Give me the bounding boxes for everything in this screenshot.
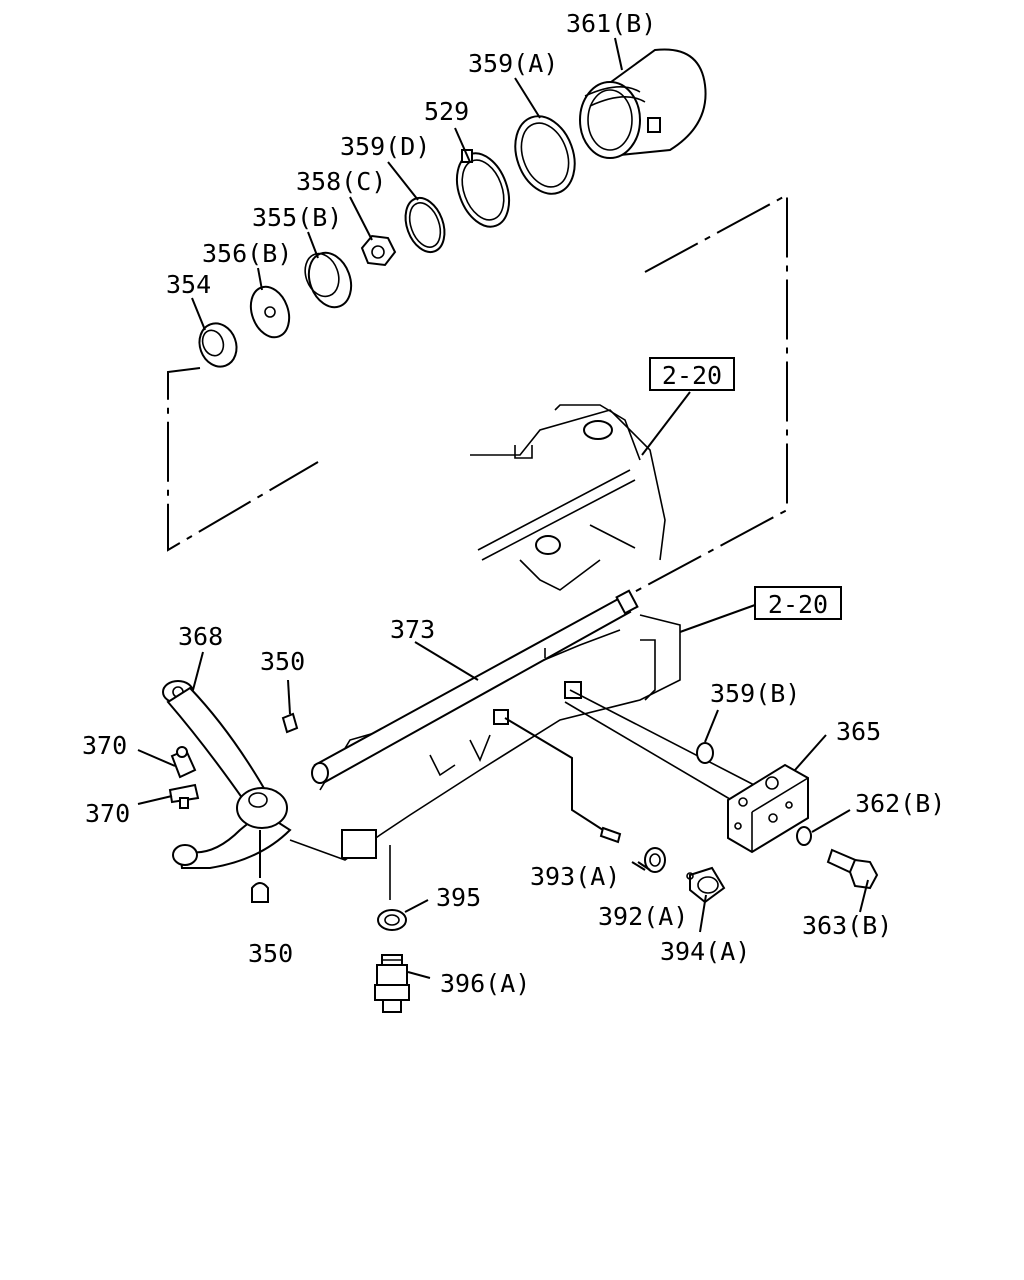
label-370-lower[interactable]: 370 <box>85 799 130 828</box>
label-392a[interactable]: 392(A) <box>598 902 688 931</box>
label-350-lower[interactable]: 350 <box>248 939 293 968</box>
assembly-frame-upper <box>167 193 788 598</box>
housing-reference-lower <box>289 614 681 900</box>
part-395-washer[interactable] <box>377 909 407 931</box>
part-356b-piston[interactable] <box>244 281 296 342</box>
part-393a-pin[interactable] <box>599 826 622 844</box>
part-392a-washer[interactable] <box>644 847 666 873</box>
label-396a[interactable]: 396(A) <box>440 969 530 998</box>
label-350-upper[interactable]: 350 <box>260 647 305 676</box>
part-361b-cylinder[interactable] <box>579 48 707 159</box>
label-359b[interactable]: 359(B) <box>710 679 800 708</box>
part-labels: 361(B) 359(A) 529 359(D) 358(C) 355(B) 3… <box>82 9 945 998</box>
part-373-shaft[interactable] <box>311 589 639 784</box>
reference-label: 2-20 <box>662 361 722 390</box>
label-359d[interactable]: 359(D) <box>340 132 430 161</box>
label-362b[interactable]: 362(B) <box>855 789 945 818</box>
part-370-pin-lower[interactable] <box>168 783 200 809</box>
part-396a-plug[interactable] <box>374 954 410 1013</box>
part-354-seal[interactable] <box>194 318 243 372</box>
label-359a[interactable]: 359(A) <box>468 49 558 78</box>
label-529[interactable]: 529 <box>424 97 469 126</box>
label-363b[interactable]: 363(B) <box>802 911 892 940</box>
part-363b-bolt[interactable] <box>826 848 879 890</box>
label-393a[interactable]: 393(A) <box>530 862 620 891</box>
label-365[interactable]: 365 <box>836 717 881 746</box>
part-355b-bushing[interactable] <box>299 247 358 313</box>
label-370-upper[interactable]: 370 <box>82 731 127 760</box>
label-395[interactable]: 395 <box>436 883 481 912</box>
label-356b[interactable]: 356(B) <box>202 239 292 268</box>
part-362b-o-ring[interactable] <box>796 826 812 846</box>
label-355b[interactable]: 355(B) <box>252 203 342 232</box>
reference-box-2-20-lower[interactable]: 2-20 <box>754 586 842 620</box>
label-358c[interactable]: 358(C) <box>296 167 386 196</box>
part-359d-o-ring[interactable] <box>399 193 452 258</box>
part-359a-ring[interactable] <box>505 108 585 202</box>
part-370-pin-upper[interactable] <box>170 746 197 779</box>
part-368-lever[interactable] <box>162 680 292 869</box>
part-529-snap-ring[interactable] <box>447 146 518 234</box>
part-365-block[interactable] <box>727 763 809 854</box>
label-361b[interactable]: 361(B) <box>566 9 656 38</box>
part-350-nipple-upper[interactable] <box>281 712 299 734</box>
reference-label: 2-20 <box>768 590 828 619</box>
leader-lines <box>137 37 869 979</box>
part-350-nipple-lower[interactable] <box>251 882 269 903</box>
label-394a[interactable]: 394(A) <box>660 937 750 966</box>
rod-to-block <box>564 689 761 806</box>
label-354[interactable]: 354 <box>166 270 211 299</box>
leader-ref-lower <box>679 604 756 633</box>
reference-box-2-20-upper[interactable]: 2-20 <box>649 357 735 391</box>
part-359b-o-ring[interactable] <box>696 742 714 764</box>
part-358c-nut[interactable] <box>360 234 397 267</box>
part-394a-switch[interactable] <box>686 866 726 904</box>
housing-reference-upper <box>470 404 666 591</box>
label-373[interactable]: 373 <box>390 615 435 644</box>
label-368[interactable]: 368 <box>178 622 223 651</box>
leader-ref-upper <box>641 391 691 456</box>
